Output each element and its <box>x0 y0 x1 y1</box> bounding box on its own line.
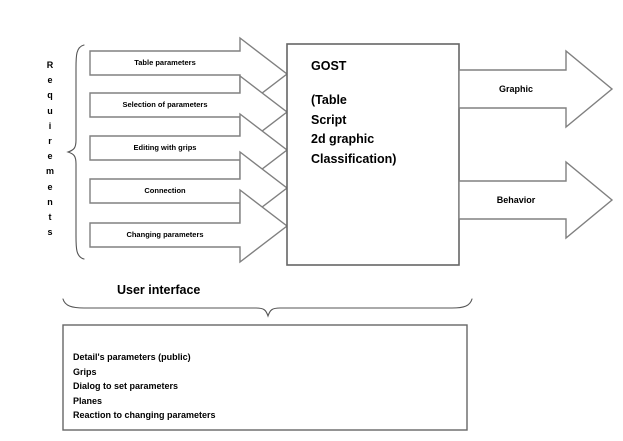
input-arrow-1 <box>89 36 289 112</box>
input-arrow-4 <box>89 150 289 226</box>
requirements-letter: i <box>48 120 52 131</box>
input-arrow-label-1: Table parameters <box>134 58 196 67</box>
output-arrow-behavior <box>458 160 614 240</box>
requirements-letter: e <box>47 75 53 86</box>
output-arrow-label-behavior: Behavior <box>496 195 536 205</box>
user-interface-item: Grips <box>73 366 97 377</box>
center-process-box <box>286 43 460 266</box>
user-interface-item: Reaction to changing parameters <box>73 410 216 421</box>
requirements-letter: R <box>46 60 54 70</box>
requirements-letter: e <box>47 151 53 162</box>
input-arrow-label-4: Connection <box>144 186 186 195</box>
output-arrow-label-graphic: Graphic <box>498 84 533 94</box>
user-interface-brace <box>62 298 473 318</box>
center-box-line: 2d graphic <box>311 132 375 146</box>
input-arrow-5 <box>89 188 289 264</box>
input-arrow-label-5: Changing parameters <box>126 230 204 239</box>
user-interface-item: Dialog to set parameters <box>73 381 179 392</box>
center-box-title: GOST <box>311 59 347 73</box>
requirements-letter: e <box>47 181 53 192</box>
center-box-line: Script <box>311 112 347 127</box>
requirements-letter: n <box>47 196 53 207</box>
requirements-letter: m <box>45 166 54 177</box>
user-interface-item: Detail's parameters (public) <box>73 352 191 362</box>
center-box-line: Classification) <box>311 151 397 166</box>
input-arrow-2 <box>89 74 289 150</box>
requirements-letter: q <box>47 90 53 101</box>
user-interface-brace-label: User interface <box>117 283 201 297</box>
input-arrow-label-3: Editing with grips <box>133 143 197 152</box>
input-arrow-3 <box>89 112 289 188</box>
requirements-letter: r <box>48 136 52 147</box>
user-interface-item: Planes <box>73 395 103 406</box>
requirements-letter: u <box>47 105 53 116</box>
output-arrow-graphic <box>458 49 614 129</box>
requirements-letter: s <box>47 227 53 238</box>
user-interface-box <box>62 324 468 431</box>
input-arrow-label-2: Selection of parameters <box>122 100 208 109</box>
requirements-letter: t <box>48 212 52 223</box>
center-box-line: (Table <box>311 93 347 107</box>
requirements-brace <box>66 44 85 260</box>
